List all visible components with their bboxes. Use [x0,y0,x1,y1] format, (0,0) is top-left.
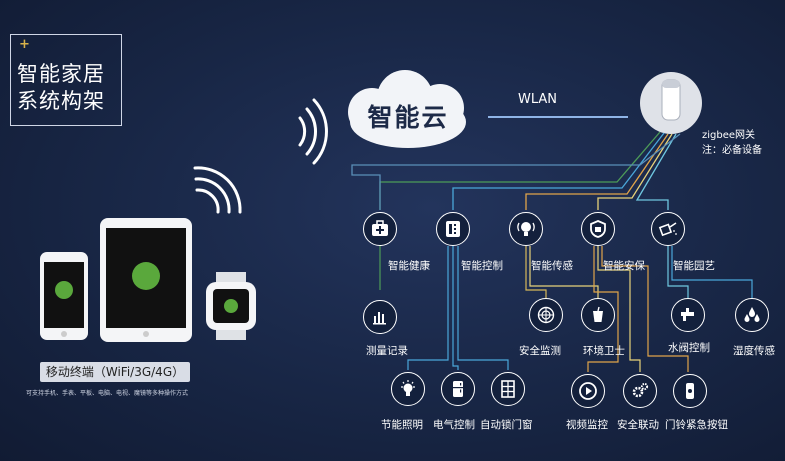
health-label: 智能健康 [388,260,430,272]
gateway-name: zigbee网关 [702,130,756,141]
linkage-label: 安全联动 [617,419,659,431]
gateway-note: 注：必备设备 [702,145,762,156]
sensor-node[interactable] [509,212,543,246]
control-label: 智能控制 [461,260,503,272]
bulb-sensor-icon [517,222,535,236]
lightbulb-icon [401,380,415,396]
medical-kit-icon [372,220,388,236]
doorbell-icon [686,383,694,399]
doorbell-label: 门铃紧急按钮 [665,419,728,431]
cloud-label: 智能云 [367,103,449,132]
water-drops-icon [744,307,760,322]
play-icon [579,382,597,400]
humidity-node[interactable] [735,298,769,332]
shield-icon [590,220,606,238]
tablet-device [100,218,192,342]
mobile-label: 移动终端（WiFi/3G/4G） [45,365,185,379]
sensor-label: 智能传感 [531,260,573,272]
wlan-label: WLAN [518,92,558,107]
cup-icon [593,306,603,322]
measure-label: 测量记录 [366,345,408,357]
garden-node[interactable] [651,212,685,246]
monitor-label: 安全监测 [519,345,561,357]
radar-icon [537,306,555,324]
faucet-icon [681,308,694,321]
window-label: 自动锁门窗 [480,419,533,431]
humidity-label: 湿度传感 [733,345,775,357]
garden-label: 智能园艺 [673,260,715,272]
title-line-2: 系统构架 [17,89,105,113]
window-node[interactable] [491,372,525,406]
light-label: 节能照明 [381,419,423,431]
diagram-title: 智能家居 系统构架 [17,61,105,115]
appliance-label: 电气控制 [433,419,475,431]
video-label: 视频监控 [566,419,608,431]
wifi-signal-icon [193,166,242,214]
security-label: 智能安保 [603,260,645,272]
doorbell-node[interactable] [673,374,707,408]
valve-node[interactable] [671,298,705,332]
light-node[interactable] [391,372,425,406]
mobile-label-box [40,362,190,382]
gears-icon [632,382,649,398]
linkage-node[interactable] [623,374,657,408]
health-node[interactable] [363,212,397,246]
plus-icon: + [19,37,30,52]
env-node[interactable] [581,298,615,332]
watering-can-icon [658,222,677,237]
valve-label: 水阀控制 [668,342,710,354]
window-icon [501,380,515,398]
title-line-1: 智能家居 [17,62,105,86]
gateway-device [640,72,702,134]
control-node[interactable] [436,212,470,246]
switch-panel-icon [446,221,460,237]
bar-chart-icon [373,312,386,325]
fridge-icon [453,381,463,397]
appliance-node[interactable] [441,372,475,406]
mobile-note: 可支持手机、手表、平板、电脑、电视、魔镜等多种操作方式 [26,390,189,397]
wifi-signal-icon [298,98,328,165]
env-label: 环境卫士 [583,345,625,357]
security-node[interactable] [581,212,615,246]
monitor-node[interactable] [529,298,563,332]
measure-node[interactable] [363,300,397,334]
video-node[interactable] [571,374,605,408]
diagram-title-box: + 智能家居 系统构架 [10,34,122,126]
gateway-label: zigbee网关 注：必备设备 [702,128,762,158]
cloud-shape [348,70,466,148]
watch-device [206,272,256,340]
phone-device [40,252,88,340]
